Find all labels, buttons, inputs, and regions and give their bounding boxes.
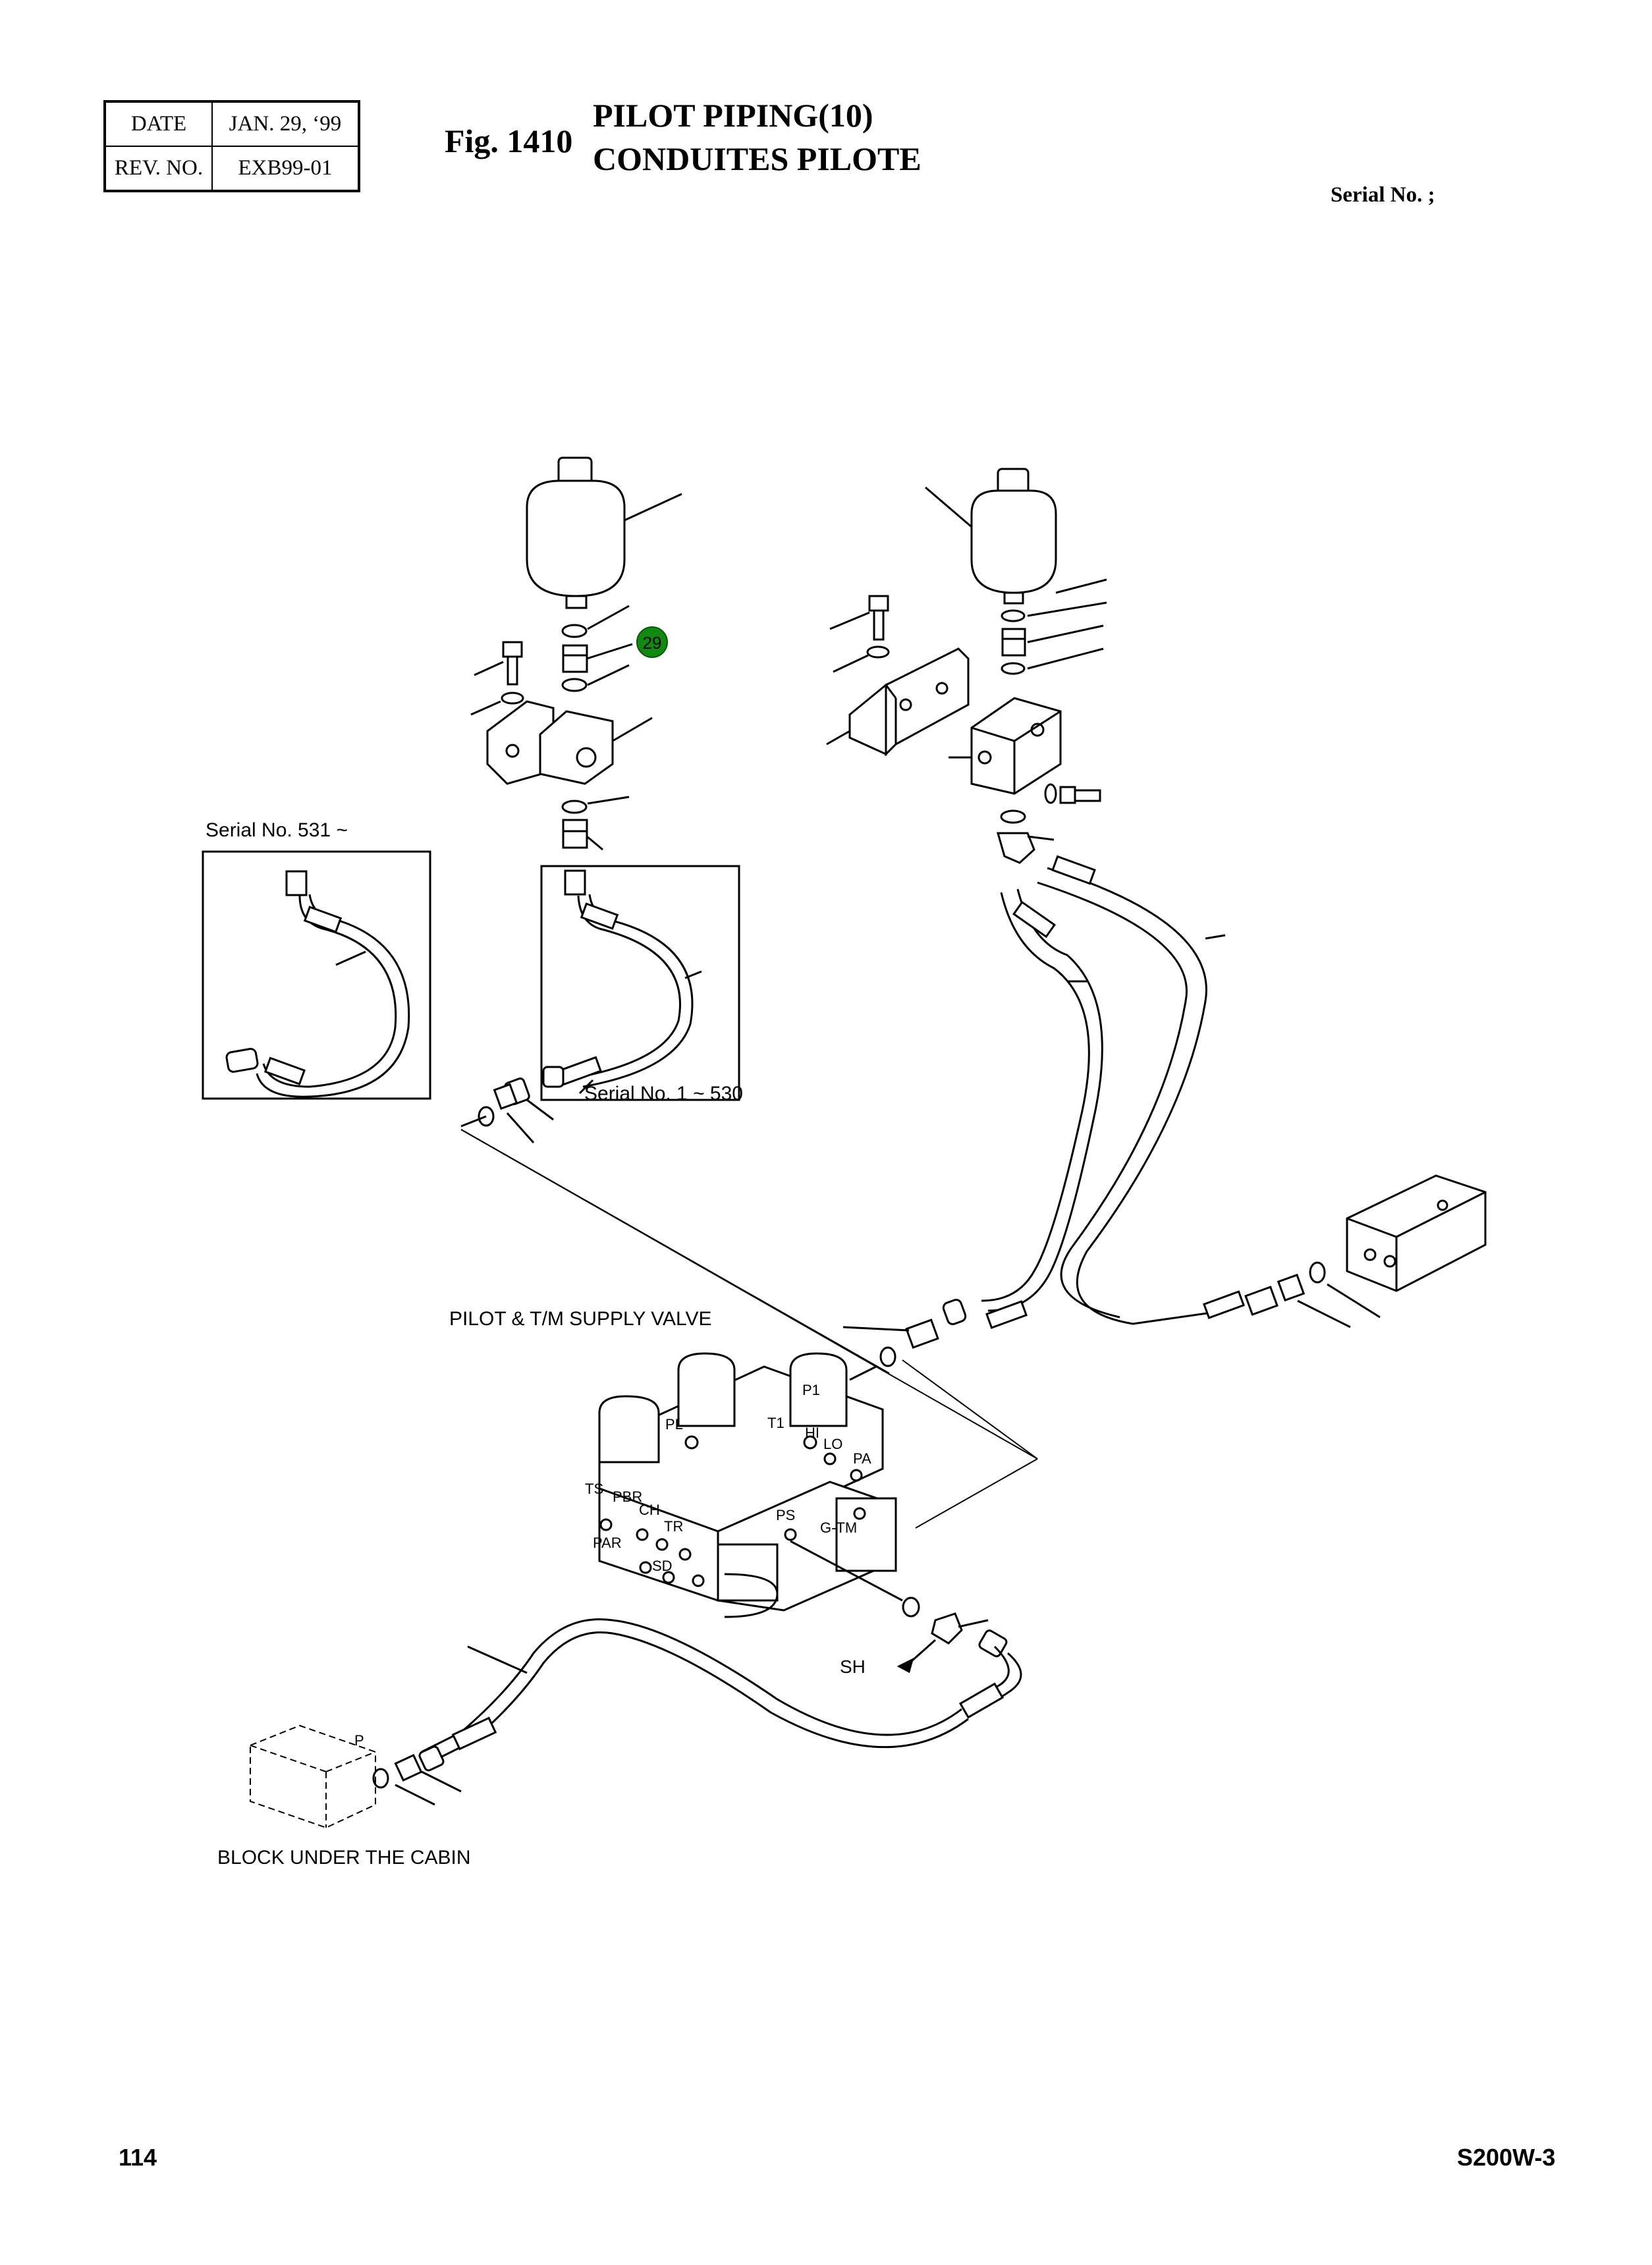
serial-531-box [202,850,431,1100]
figure-number: Fig. 1410 [445,123,573,159]
right-fitting-stack [826,595,1107,864]
block-under-cabin [250,1724,376,1829]
block-cabin-label: BLOCK UNDER THE CABIN [217,1847,471,1869]
port-ts: TS [585,1481,603,1497]
port-tr: TR [664,1518,683,1535]
callout-circle[interactable] [636,626,668,658]
right-hoses [842,855,1381,1381]
lower-hose [372,1596,1022,1806]
right-accumulator [925,468,1107,605]
date-value: JAN. 29, ‘99 [211,101,360,147]
port-sh-label: SH [840,1656,866,1677]
serial-number-header: Serial No. ; [1331,183,1435,207]
figure-title-en: PILOT PIPING(10) [593,97,873,134]
serial-1-530-box [460,865,740,1143]
left-fitting-stack [470,605,653,851]
figure-title-fr: CONDUITES PILOTE [593,140,922,177]
rev-label: REV. NO. [104,146,213,192]
port-par: PAR [593,1535,622,1551]
left-accumulator [526,456,682,609]
port-ch: CH [639,1502,660,1518]
callout-number: 29 [643,633,662,653]
port-ps: PS [776,1507,795,1523]
port-pl: PL [665,1416,683,1433]
port-hi: HI [805,1425,819,1441]
rev-value: EXB99-01 [211,146,360,192]
model-number: S200W-3 [1457,2144,1556,2171]
serial-531-label: Serial No. 531 ~ [206,819,348,841]
port-p-label: P [354,1732,364,1749]
port-pa: PA [853,1450,871,1467]
port-t1: T1 [767,1415,785,1431]
port-sd: SD [652,1558,673,1574]
supply-valve-label: PILOT & T/M SUPPLY VALVE [449,1308,712,1330]
serial-1-530-label: Serial No. 1 ~ 530 [584,1083,743,1105]
valve-guide-lines [460,1129,1038,1529]
revision-table: DATE JAN. 29, ‘99 REV. NO. EXB99-01 [103,100,360,192]
page-number: 114 [119,2144,157,2171]
right-block [1346,1174,1487,1292]
supply-valve [598,1352,903,1618]
port-pbr: PBR [613,1488,642,1505]
port-gtm: G-TM [820,1519,857,1536]
date-label: DATE [104,101,213,147]
port-lo: LO [823,1436,842,1452]
port-p1: P1 [802,1382,820,1398]
